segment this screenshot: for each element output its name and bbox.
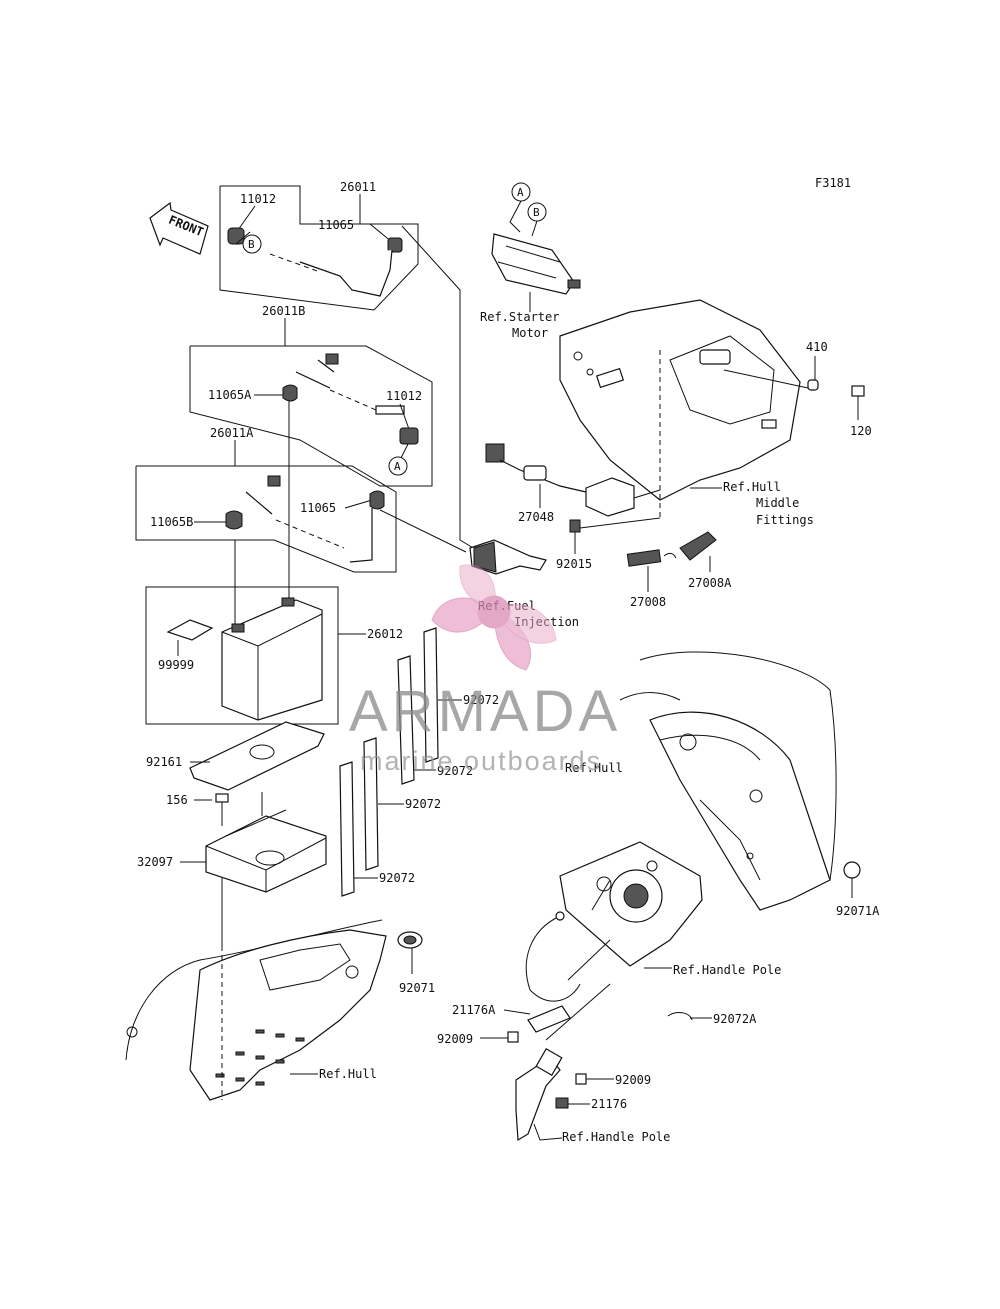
figure-code: F3181 xyxy=(815,176,851,190)
battery-group: 26012 99999 xyxy=(145,490,403,725)
part-32097: 32097 xyxy=(137,855,173,869)
part-92015: 92015 xyxy=(556,557,592,571)
part-11012-mid: 11012 xyxy=(386,389,422,403)
part-27008A: 27008A xyxy=(688,576,732,590)
handle-pole-group: Ref.Handle Pole 21176A 92009 92009 21176… xyxy=(437,841,781,1144)
part-156: 156 xyxy=(166,793,188,807)
part-92071A: 92071A xyxy=(836,904,880,918)
part-92071: 92071 xyxy=(399,981,435,995)
link-line-fuel xyxy=(401,225,481,553)
ref-hull-middle-1: Ref.Hull xyxy=(723,480,781,494)
ref-handle-pole-1: Ref.Handle Pole xyxy=(673,963,781,977)
straps-group: 92072 92072 92072 92072 xyxy=(339,627,499,897)
part-92072A: 92072A xyxy=(713,1012,757,1026)
hull-right-group: Ref.Hull 92071A xyxy=(565,651,880,918)
part-92009-b: 92009 xyxy=(615,1073,651,1087)
link-line-11065 xyxy=(379,509,467,553)
part-27048: 27048 xyxy=(518,510,554,524)
part-92072-a: 92072 xyxy=(463,693,499,707)
part-21176: 21176 xyxy=(591,1097,627,1111)
relay-group: 27048 92015 27008 27008A xyxy=(485,443,732,609)
part-27008: 27008 xyxy=(630,595,666,609)
part-26011A: 26011A xyxy=(210,426,254,440)
watermark: ARMADA marine outboards xyxy=(349,564,621,776)
callout-a-mid: A xyxy=(394,460,401,473)
hull-middle-group: 410 120 Ref.Hull Middle Fittings xyxy=(559,299,872,527)
part-120: 120 xyxy=(850,424,872,438)
ref-hull-right: Ref.Hull xyxy=(565,761,623,775)
starter-motor-group: A B Ref.Starter Motor xyxy=(480,182,581,340)
ref-handle-pole-2: Ref.Handle Pole xyxy=(562,1130,670,1144)
cable-26011A-group: 26011A 11065 11065B xyxy=(135,426,397,573)
part-99999: 99999 xyxy=(158,658,194,672)
part-26011: 26011 xyxy=(340,180,376,194)
part-92072-b: 92072 xyxy=(437,764,473,778)
ref-starter-2: Motor xyxy=(512,326,548,340)
battery-tray-group: 92161 156 32097 xyxy=(137,721,327,946)
hull-slots xyxy=(215,1029,305,1086)
part-26011B: 26011B xyxy=(262,304,305,318)
part-11065B: 11065B xyxy=(150,515,193,529)
propeller-logo-icon xyxy=(431,564,557,671)
part-92009-a: 92009 xyxy=(437,1032,473,1046)
callout-b-top: B xyxy=(248,238,255,251)
callout-b-right: B xyxy=(533,206,540,219)
ref-hull-middle-2: Middle xyxy=(756,496,799,510)
part-11065-top: 11065 xyxy=(318,218,354,232)
watermark-tagline: marine outboards xyxy=(360,746,602,776)
front-arrow-icon: FRONT xyxy=(149,201,209,255)
part-92072-d: 92072 xyxy=(379,871,415,885)
ref-hull-middle-3: Fittings xyxy=(756,513,814,527)
part-11012-top: 11012 xyxy=(240,192,276,206)
hull-bottom-group: Ref.Hull 92071 xyxy=(125,919,435,1101)
part-92072-c: 92072 xyxy=(405,797,441,811)
callout-a-top: A xyxy=(517,186,524,199)
cable-26011-group: 26011 11012 B 11065 xyxy=(219,180,419,311)
part-92161: 92161 xyxy=(146,755,182,769)
part-21176A: 21176A xyxy=(452,1003,496,1017)
watermark-brand: ARMADA xyxy=(349,679,621,744)
part-11065-mid: 11065 xyxy=(300,501,336,515)
ref-hull-bottom: Ref.Hull xyxy=(319,1067,377,1081)
part-11065A: 11065A xyxy=(208,388,252,402)
ref-starter-1: Ref.Starter xyxy=(480,310,559,324)
part-26012: 26012 xyxy=(367,627,403,641)
part-410: 410 xyxy=(806,340,828,354)
cable-26011B-group: 26011B 11065A 11012 A xyxy=(189,304,433,490)
